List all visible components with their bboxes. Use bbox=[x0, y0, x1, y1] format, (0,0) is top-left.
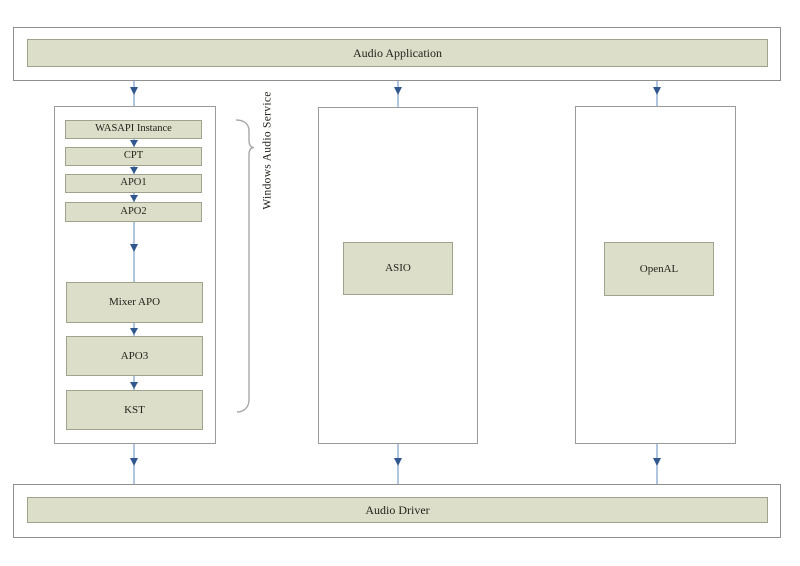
kst-label: KST bbox=[124, 403, 145, 416]
apo2-label: APO2 bbox=[120, 205, 147, 217]
audio-driver-label: Audio Driver bbox=[365, 503, 430, 517]
asio-node: ASIO bbox=[343, 242, 453, 295]
arrow-openal-to-driver bbox=[653, 444, 661, 484]
audio-application-label: Audio Application bbox=[353, 46, 442, 60]
wasapi-instance-label: WASAPI Instance bbox=[95, 123, 172, 135]
asio-label: ASIO bbox=[385, 262, 411, 274]
windows-audio-service-label: Windows Audio Service bbox=[261, 91, 274, 210]
arrow-app-to-wasapi bbox=[130, 81, 138, 106]
apo3-label: APO3 bbox=[120, 349, 149, 362]
arrow-asio-to-driver bbox=[394, 444, 402, 484]
audio-driver-node: Audio Driver bbox=[27, 497, 768, 523]
cpt-label: CPT bbox=[123, 150, 144, 162]
kst-node: KST bbox=[66, 390, 203, 430]
openal-label: OpenAL bbox=[639, 262, 679, 275]
apo1-node: APO1 bbox=[65, 174, 202, 193]
apo1-label: APO1 bbox=[120, 177, 147, 189]
openal-node: OpenAL bbox=[604, 242, 714, 296]
windows-audio-service-brace bbox=[235, 119, 255, 413]
audio-application-node: Audio Application bbox=[27, 39, 768, 67]
mixer-apo-label: Mixer APO bbox=[108, 296, 161, 308]
apo2-node: APO2 bbox=[65, 202, 202, 222]
arrow-wasapi-to-driver bbox=[130, 444, 138, 484]
apo3-node: APO3 bbox=[66, 336, 203, 376]
cpt-node: CPT bbox=[65, 147, 202, 166]
mixer-apo-node: Mixer APO bbox=[66, 282, 203, 323]
arrow-app-to-asio bbox=[394, 81, 402, 107]
wasapi-instance-node: WASAPI Instance bbox=[65, 120, 202, 139]
arrow-app-to-openal bbox=[653, 81, 661, 106]
